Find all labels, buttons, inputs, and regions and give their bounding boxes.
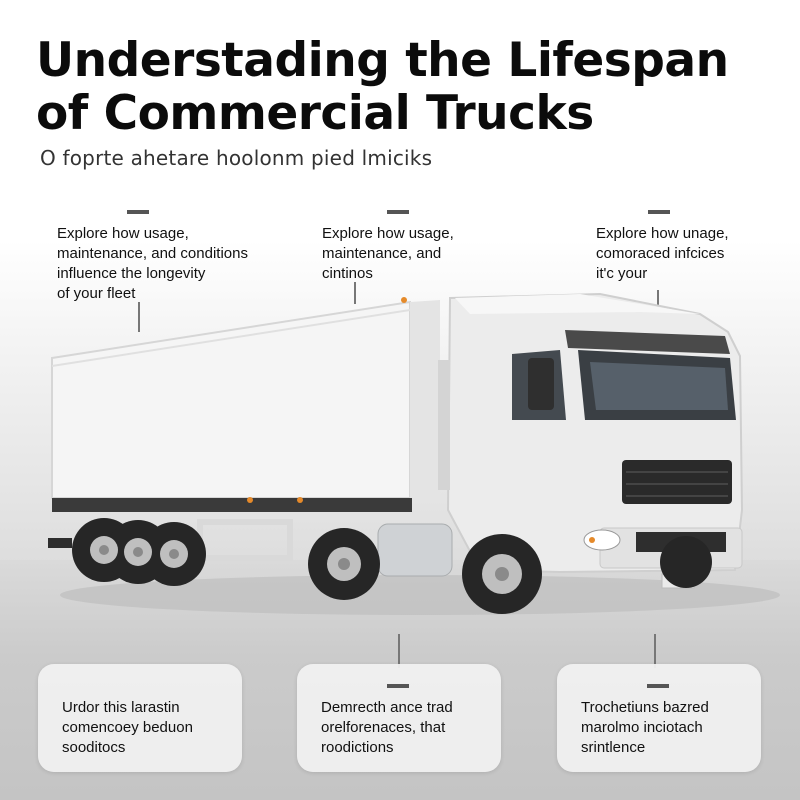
card-text: Demrecth ance trad orelforenaces, that r… xyxy=(321,698,453,758)
card-line: orelforenaces, that xyxy=(321,719,446,736)
card-line: sooditocs xyxy=(62,739,126,756)
callout-line: it'c your xyxy=(596,265,648,282)
card-text: Trochetiuns bazred marolmo inciotach sri… xyxy=(581,698,709,758)
info-card-1: Urdor this larastin comencoey beduon soo… xyxy=(38,664,242,772)
callout-note-2: Explore how usage, maintenance, and cint… xyxy=(322,224,454,284)
white-box-truck-icon xyxy=(48,292,780,615)
card-line: comencoey beduon xyxy=(62,719,193,736)
callout-marker-3 xyxy=(648,210,670,214)
card-line: roodictions xyxy=(321,739,394,756)
card-marker xyxy=(647,684,669,688)
callout-note-3: Explore how unage, comoraced infcices it… xyxy=(596,224,729,284)
card-pointer-2 xyxy=(398,634,400,668)
callout-note-1: Explore how usage, maintenance, and cond… xyxy=(57,224,248,304)
card-line: srintlence xyxy=(581,739,646,756)
callout-line: cintinos xyxy=(322,265,373,282)
callout-pointer-1 xyxy=(138,302,140,332)
callout-marker-1 xyxy=(127,210,149,214)
callout-line: Explore how unage, xyxy=(596,225,729,242)
card-marker xyxy=(387,684,409,688)
card-line: Trochetiuns bazred xyxy=(581,699,709,716)
card-line: marolmo inciotach xyxy=(581,719,703,736)
callout-line: Explore how usage, xyxy=(322,225,454,242)
card-pointer-3 xyxy=(654,634,656,668)
callout-line: influence the longevity xyxy=(57,265,206,282)
card-line: Urdor this larastin xyxy=(62,699,180,716)
page-title: Understading the Lifespan of Commercial … xyxy=(36,34,776,140)
title-line-2: of Commercial Trucks xyxy=(36,86,594,141)
callout-line: of your fleet xyxy=(57,285,136,302)
page-subtitle: O foprte ahetare hoolonm pied lmiciks xyxy=(40,146,433,170)
callout-line: Explore how usage, xyxy=(57,225,189,242)
callout-marker-2 xyxy=(387,210,409,214)
info-card-2: Demrecth ance trad orelforenaces, that r… xyxy=(297,664,501,772)
title-line-1: Understading the Lifespan xyxy=(36,33,729,88)
callout-line: comoraced infcices xyxy=(596,245,725,262)
callout-line: maintenance, and xyxy=(322,245,442,262)
card-line: Demrecth ance trad xyxy=(321,699,453,716)
callout-line: maintenance, and conditions xyxy=(57,245,248,262)
card-text: Urdor this larastin comencoey beduon soo… xyxy=(62,698,193,758)
info-card-3: Trochetiuns bazred marolmo inciotach sri… xyxy=(557,664,761,772)
callout-pointer-2 xyxy=(354,282,356,304)
callout-pointer-3 xyxy=(657,290,659,310)
